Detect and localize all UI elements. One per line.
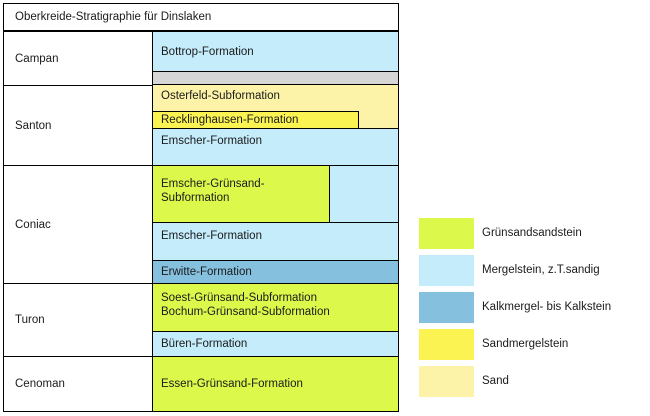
- stage-row-turon: Turon: [3, 283, 153, 357]
- unit-label-essen-gruensand-formation: Essen-Grünsand-Formation: [161, 378, 303, 390]
- unit-emscher-gruensand-subformation: Emscher-Grünsand- Subformation: [152, 165, 330, 223]
- legend-swatch-kalkmergel: [419, 292, 474, 323]
- stratigraphic-table: Oberkreide-Stratigraphie für Dinslaken C…: [3, 3, 399, 412]
- legend-item-sand: Sand: [419, 366, 647, 403]
- legend-item-mergelstein: Mergelstein, z.T.sandig: [419, 255, 647, 292]
- legend-label-gruensandsandstein: Grünsandsandstein: [482, 227, 582, 239]
- stage-row-campan: Campan: [3, 31, 153, 86]
- stage-row-cenoman: Cenoman: [3, 356, 153, 412]
- unit-label-emscher-formation-lower: Emscher-Formation: [161, 230, 262, 242]
- unit-label-osterfeld-subformation: Osterfeld-Subformation: [161, 90, 280, 102]
- table-title-text: Oberkreide-Stratigraphie für Dinslaken: [15, 11, 212, 23]
- unit-label-erwitte-formation: Erwitte-Formation: [161, 266, 252, 278]
- stage-label-cenoman: Cenoman: [15, 378, 65, 390]
- stage-row-santon: Santon: [3, 85, 153, 166]
- unit-emscher-formation-upper: Emscher-Formation: [152, 128, 399, 166]
- legend-swatch-gruensandsandstein: [419, 218, 474, 249]
- legend-item-gruensandsandstein: Grünsandsandstein: [419, 218, 647, 255]
- legend-item-sandmergelstein: Sandmergelstein: [419, 329, 647, 366]
- stage-label-santon: Santon: [15, 119, 52, 132]
- unit-bueren-formation: Büren-Formation: [152, 331, 399, 357]
- legend: Grünsandsandstein Mergelstein, z.T.sandi…: [419, 218, 647, 403]
- unit-bottrop-formation: Bottrop-Formation: [152, 31, 399, 72]
- unit-emscher-formation-lower: Emscher-Formation: [152, 222, 399, 261]
- stage-label-coniac: Coniac: [15, 218, 51, 231]
- unit-recklinghausen-formation: Recklinghausen-Formation: [152, 111, 359, 129]
- unit-label-emscher-formation-upper: Emscher-Formation: [161, 135, 262, 147]
- unit-essen-gruensand-formation: Essen-Grünsand-Formation: [152, 356, 399, 412]
- unit-soest-bochum-gruensand-subformation: Soest-Grünsand-Subformation Bochum-Grüns…: [152, 283, 399, 332]
- stage-label-campan: Campan: [15, 52, 59, 65]
- unit-label-soest-bochum-gruensand-subformation: Soest-Grünsand-Subformation Bochum-Grüns…: [161, 292, 330, 318]
- legend-label-mergelstein: Mergelstein, z.T.sandig: [482, 264, 600, 276]
- stage-label-turon: Turon: [15, 314, 45, 326]
- table-title: Oberkreide-Stratigraphie für Dinslaken: [3, 3, 399, 31]
- legend-swatch-sandmergelstein: [419, 329, 474, 360]
- unit-label-bueren-formation: Büren-Formation: [161, 338, 248, 350]
- unit-label-emscher-gruensand-subformation: Emscher-Grünsand- Subformation: [161, 178, 265, 204]
- stage-row-coniac: Coniac: [3, 165, 153, 284]
- legend-label-kalkmergel: Kalkmergel- bis Kalkstein: [482, 301, 612, 313]
- legend-label-sandmergelstein: Sandmergelstein: [482, 338, 569, 350]
- unit-label-recklinghausen-formation: Recklinghausen-Formation: [161, 114, 299, 126]
- legend-swatch-mergelstein: [419, 255, 474, 286]
- legend-swatch-sand: [419, 366, 474, 397]
- legend-item-kalkmergel: Kalkmergel- bis Kalkstein: [419, 292, 647, 329]
- unit-hiatus-band: [152, 71, 399, 85]
- unit-label-bottrop-formation: Bottrop-Formation: [161, 45, 254, 58]
- legend-label-sand: Sand: [482, 375, 509, 387]
- unit-erwitte-formation: Erwitte-Formation: [152, 260, 399, 284]
